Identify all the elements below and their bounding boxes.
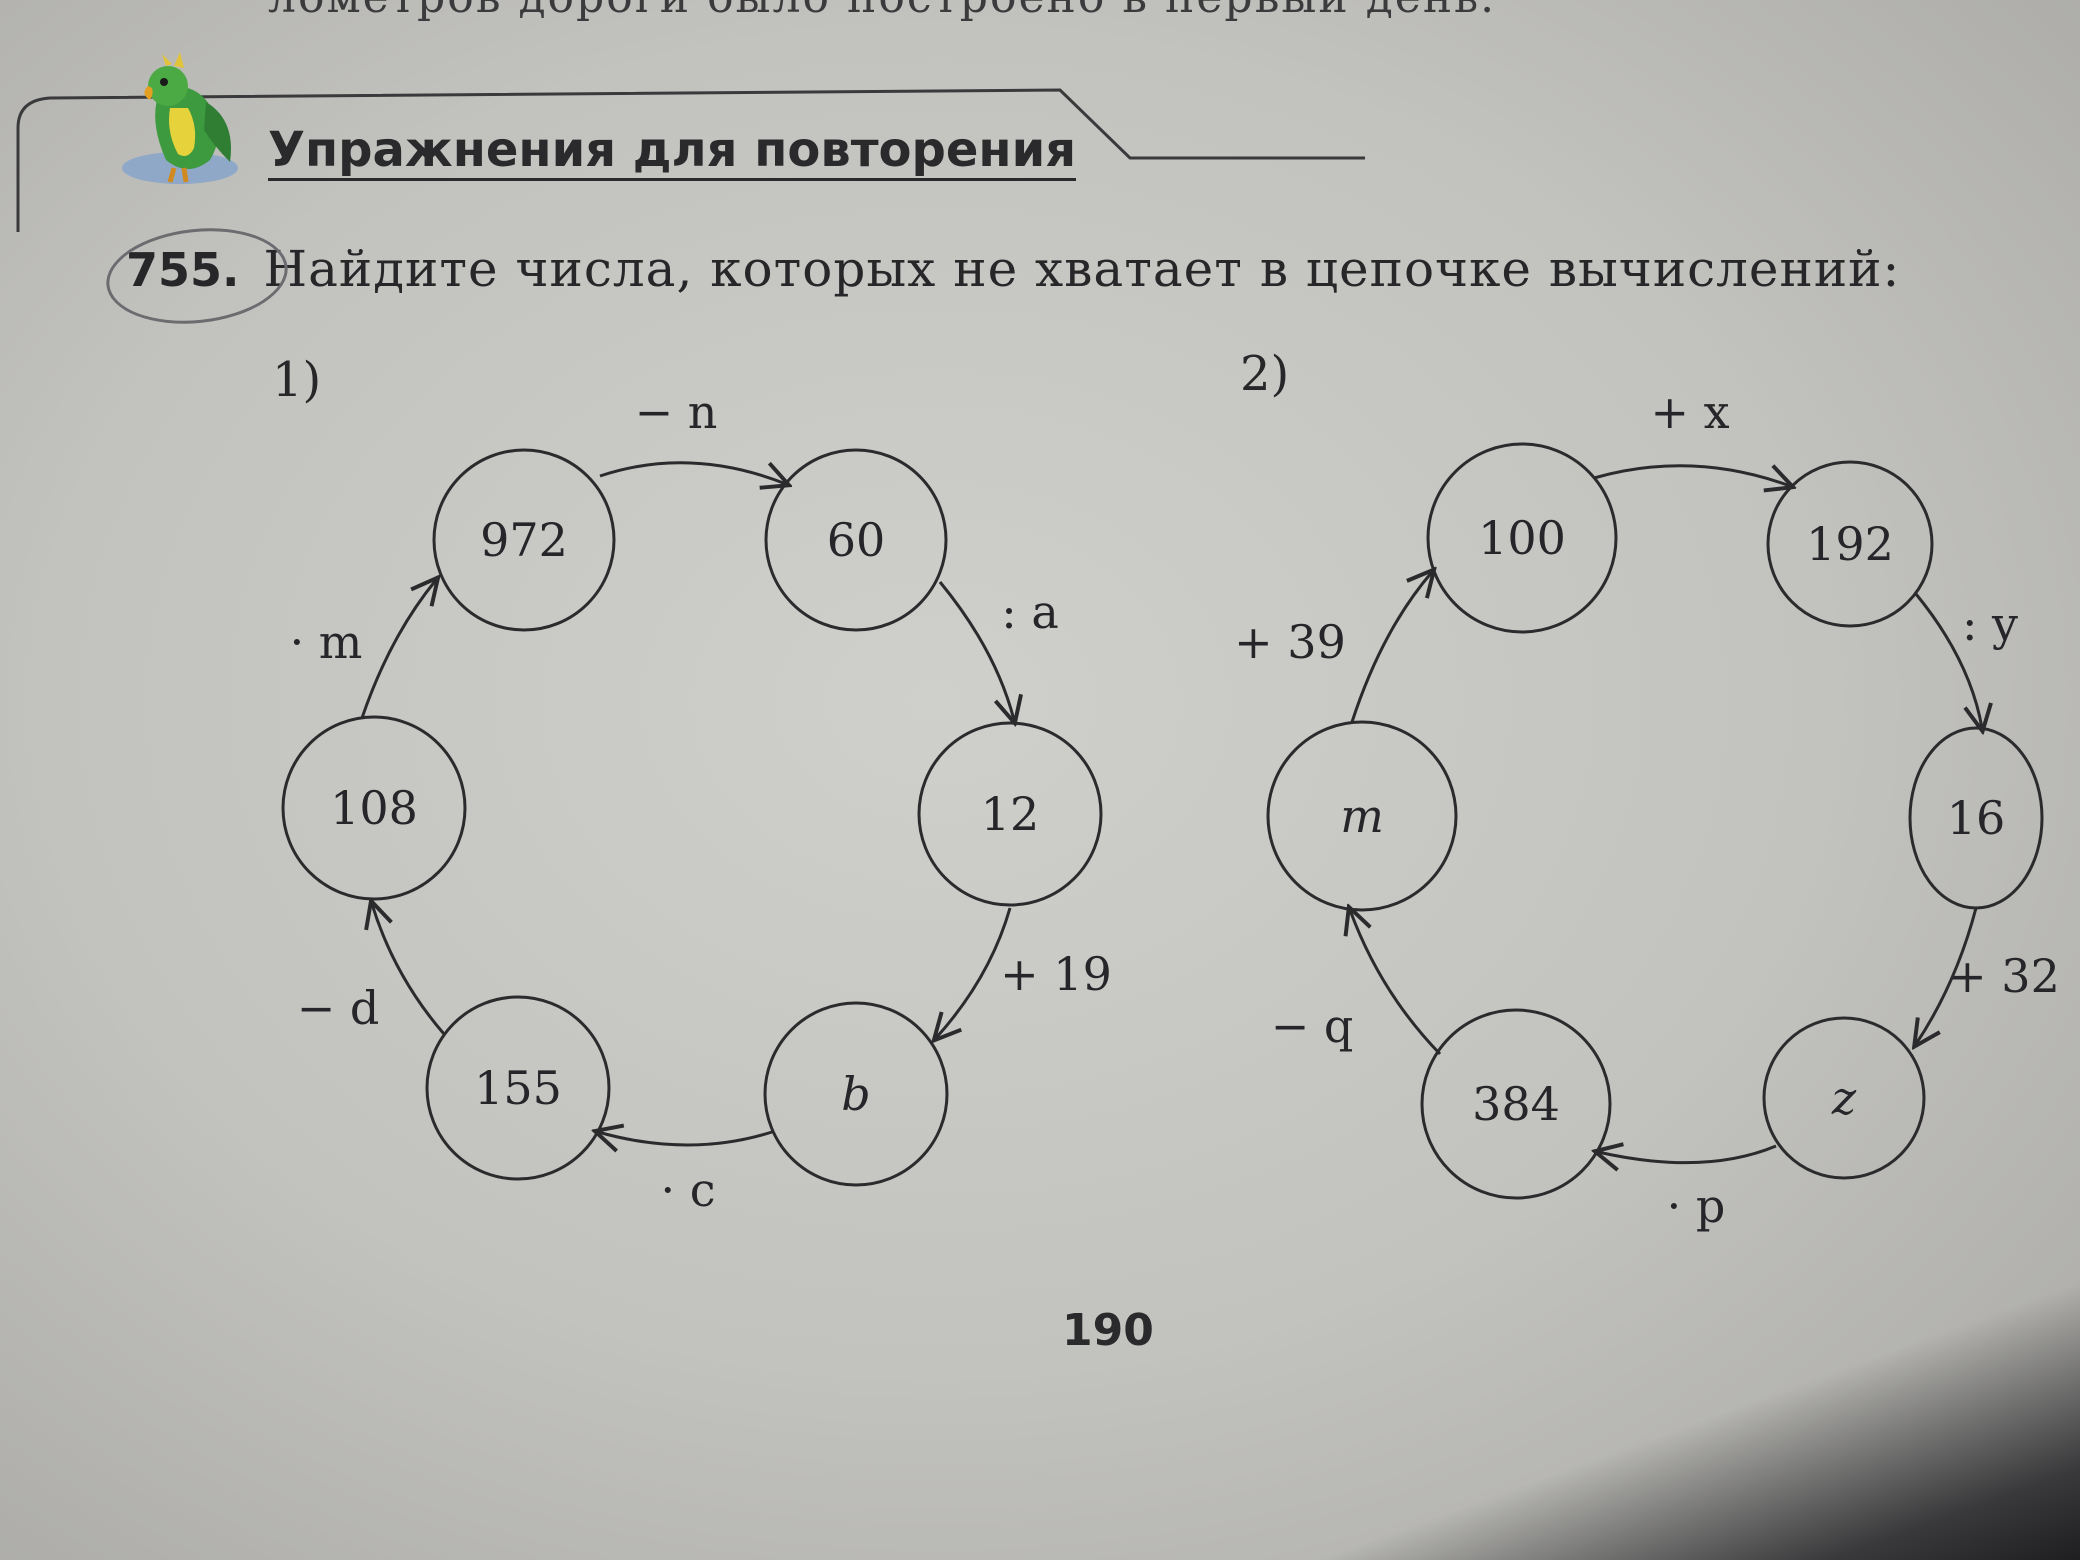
chain-2-edge-1-label: + x xyxy=(1650,385,1729,439)
chain-1-edge-4-label: · c xyxy=(660,1163,715,1217)
chain-2-edge-3-label: + 32 xyxy=(1948,949,2060,1003)
page-number: 190 xyxy=(1062,1305,1154,1356)
chain-1-edge-2-label: : a xyxy=(1001,585,1059,639)
chain-2-node-4: z xyxy=(1762,1016,1926,1180)
chain-2-edge-5-arrow xyxy=(1350,910,1442,1056)
chain-2-edge-4-label: · p xyxy=(1667,1179,1726,1233)
chain-1-node-2-value: 60 xyxy=(827,513,886,567)
chain-2-node-2: 192 xyxy=(1766,460,1934,628)
chain-1-edge-1-arrow xyxy=(599,461,786,484)
chain-1-edge-6-label: · m xyxy=(290,615,363,669)
chain-1-node-4-value: b xyxy=(841,1067,870,1121)
chain-2-node-5-value: 384 xyxy=(1472,1077,1560,1131)
chain-1-node-2: 60 xyxy=(764,448,948,632)
chain-1-edge-3-label: + 19 xyxy=(1000,947,1112,1001)
chain-1-edge-5-label: − d xyxy=(297,981,380,1035)
chain-1-node-6-value: 108 xyxy=(330,781,418,835)
chain-1-node-5: 155 xyxy=(425,995,611,1181)
chain-2-node-3: 16 xyxy=(1908,726,2044,910)
chain-1-edge-6-arrow xyxy=(360,580,436,719)
chain-2-node-3-value: 16 xyxy=(1947,791,2006,845)
chain-2-edge-1-arrow xyxy=(1593,466,1790,486)
chain-2-node-1-value: 100 xyxy=(1478,511,1566,565)
chain-1-edge-4-arrow xyxy=(598,1132,773,1145)
chain-2-edge-6-arrow xyxy=(1350,572,1432,723)
chain-2-node-5: 384 xyxy=(1420,1008,1612,1200)
chain-2-node-6: m xyxy=(1266,720,1458,912)
chain-1-node-5-value: 155 xyxy=(474,1061,562,1115)
chain-1-edge-3-arrow xyxy=(936,907,1012,1038)
chain-1-node-1-value: 972 xyxy=(480,513,568,567)
chain-1-node-3-value: 12 xyxy=(981,787,1040,841)
chain-2-edge-2-label: : y xyxy=(1962,597,2018,651)
chain-2-edge-4-arrow xyxy=(1598,1146,1777,1163)
chain-1-edge-1-label: − n xyxy=(635,385,718,439)
chain-1-edge-5-arrow xyxy=(372,904,446,1035)
chain-1-node-4: b xyxy=(763,1001,949,1187)
chain-2-edge-6-label: + 39 xyxy=(1234,615,1346,669)
chain-2-node-6-value: m xyxy=(1340,789,1384,843)
chain-2-edge-5-label: − q xyxy=(1271,999,1354,1053)
chain-1-node-6: 108 xyxy=(281,715,467,901)
chain-2-node-1: 100 xyxy=(1426,442,1618,634)
chain-1-node-3: 12 xyxy=(917,721,1103,907)
chain-2-node-2-value: 192 xyxy=(1806,517,1894,571)
chain-1-node-1: 972 xyxy=(432,448,616,632)
chain-2-node-4-value: z xyxy=(1831,1071,1857,1125)
